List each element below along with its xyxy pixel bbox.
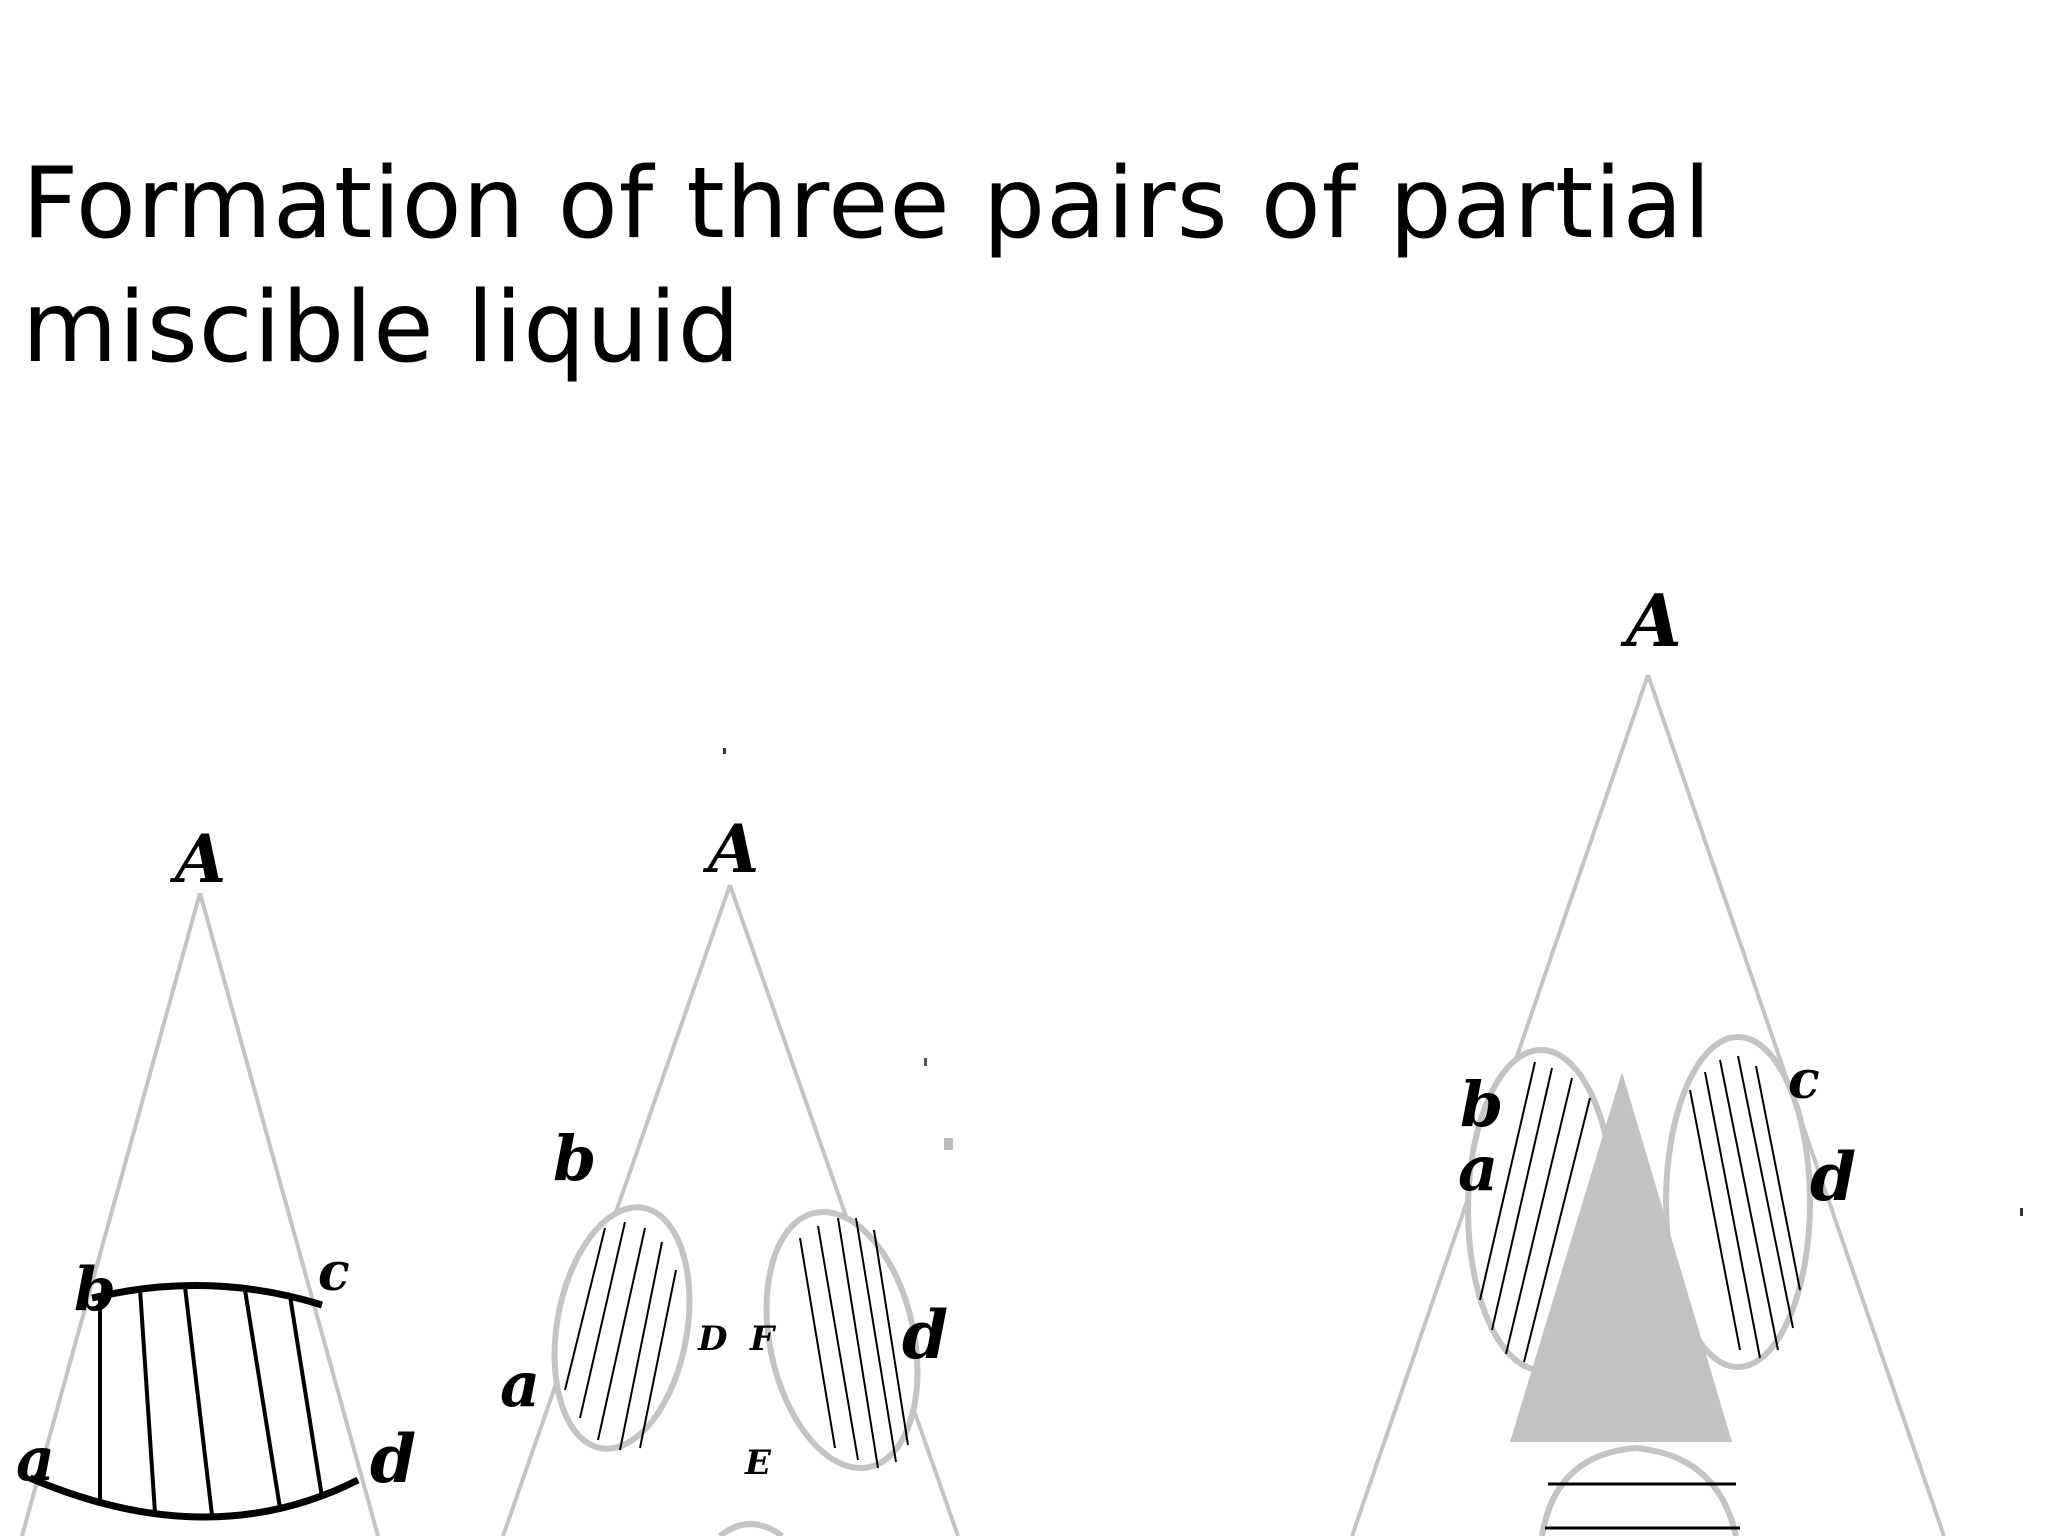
- diagram-1-right-side: [198, 892, 380, 1536]
- slide-title: Formation of three pairs of partial misc…: [22, 142, 1822, 390]
- diagram-2-lower-lobe: [718, 1521, 784, 1536]
- diagram-2-label-D: D: [697, 1319, 728, 1359]
- diagram-1-upper-binodal: [91, 1282, 324, 1309]
- diagram-3: A b a c d: [1350, 578, 2023, 1536]
- diagram-2-left-tie-lines: [564, 1221, 677, 1451]
- diagram-3-label-a: a: [1458, 1132, 1498, 1205]
- diagram-2-label-F: F: [749, 1319, 777, 1359]
- diagram-3-three-phase-region: [1510, 1072, 1732, 1442]
- diagram-3-label-b: b: [1460, 1068, 1503, 1141]
- diagram-1-left-side: [20, 892, 202, 1536]
- title-line-2: miscible liquid: [22, 271, 741, 385]
- diagram-1: A b c a d: [16, 820, 416, 1536]
- diagram-1-apex-label: A: [169, 820, 226, 898]
- diagram-1-label-a: a: [16, 1425, 55, 1495]
- title-line-1: Formation of three pairs of partial: [22, 147, 1712, 261]
- diagram-1-tie-lines: [98, 1286, 324, 1516]
- diagram-2-right-side: [728, 884, 960, 1536]
- diagram-2-label-E: E: [744, 1443, 772, 1483]
- diagram-3-lower-lobe: [1539, 1444, 1739, 1536]
- diagram-1-label-d: d: [370, 1420, 416, 1498]
- diagram-1-label-b: b: [74, 1255, 116, 1325]
- diagram-3-label-d: d: [1810, 1138, 1856, 1216]
- diagram-2-right-tie-lines: [799, 1217, 909, 1469]
- diagram-1-lower-binodal: [28, 1474, 360, 1521]
- diagram-2-right-lobe: [763, 1208, 921, 1472]
- diagram-2-apex-label: A: [702, 810, 759, 888]
- diagram-3-left-tie-lines: [1479, 1061, 1591, 1363]
- diagram-3-lower-tie-lines: [1545, 1482, 1740, 1530]
- diagram-3-apex-label: A: [1620, 578, 1682, 663]
- diagram-2-label-d: d: [902, 1296, 948, 1374]
- diagram-1-label-c: c: [318, 1242, 350, 1303]
- diagram-2-label-a: a: [500, 1348, 540, 1421]
- diagram-3-label-c: c: [1788, 1050, 1820, 1111]
- diagram-3-right-tie-lines: [1689, 1055, 1801, 1359]
- diagram-2-label-b: b: [553, 1122, 596, 1195]
- diagram-2: A b a d D F E: [500, 748, 960, 1536]
- diagram-3-right-lobe: [1663, 1034, 1813, 1370]
